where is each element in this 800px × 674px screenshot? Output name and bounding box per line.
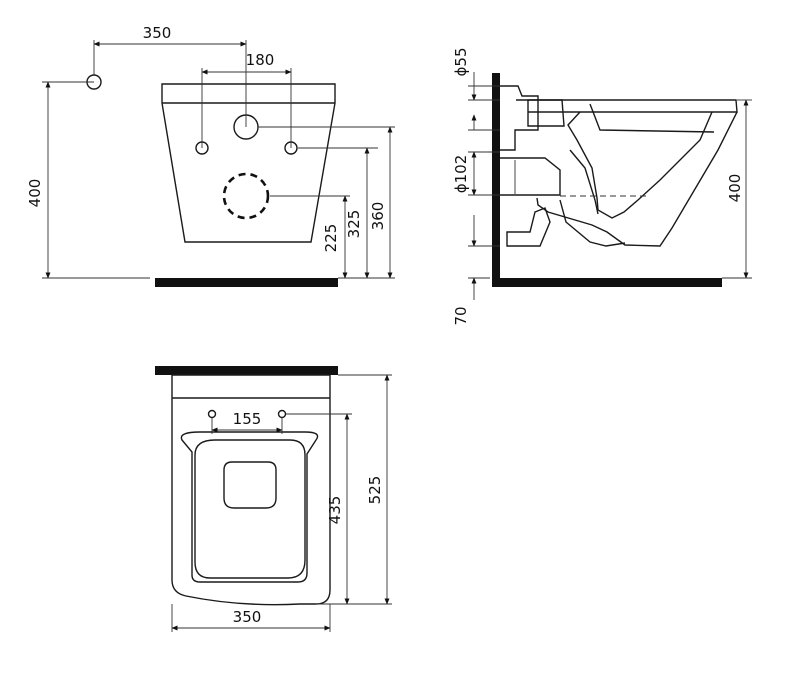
front-dim-height-waste: 325: [345, 210, 363, 239]
side-view: ϕ55 ϕ102 400 70: [452, 48, 752, 326]
front-body-outline: [161, 83, 336, 243]
top-bolt-hole-left: [207, 409, 217, 419]
side-inner-bowl: [567, 111, 713, 219]
top-seat-outer: [180, 431, 319, 583]
side-rim: [516, 99, 738, 113]
top-dim-length-bowl: 435: [326, 496, 344, 525]
top-dim-bolt-spacing: 155: [233, 410, 262, 428]
side-floor-bar: [492, 278, 722, 287]
top-wall-bar: [155, 366, 338, 375]
front-dim-bolt-spacing: 180: [246, 51, 275, 69]
side-inner-rim: [589, 103, 715, 133]
side-dim-floor-offset: 70: [452, 306, 470, 325]
front-view: 350 180 400 225 325 360: [26, 24, 395, 287]
top-view: 155 435 525 350: [155, 366, 392, 632]
side-outlet-connector: [500, 157, 561, 196]
side-dim-inlet-diameter: ϕ55: [452, 48, 470, 77]
front-dim-height-bolt: 360: [369, 202, 387, 231]
top-seat-rim: [194, 439, 306, 579]
top-lid-handle: [223, 461, 277, 509]
side-foot: [506, 207, 551, 247]
front-floor-bar: [155, 278, 338, 287]
top-dim-width: 350: [233, 608, 262, 626]
side-dim-height: 400: [726, 174, 744, 203]
top-dim-length-total: 525: [366, 476, 384, 505]
front-dim-offset-width: 350: [143, 24, 172, 42]
side-dim-outlet-diameter: ϕ102: [452, 155, 470, 194]
top-body-outline: [171, 374, 331, 606]
front-dim-height-inlet: 225: [322, 224, 340, 253]
side-inlet-connector: [500, 85, 539, 151]
top-bolt-hole-right: [277, 409, 287, 419]
side-wall-bar: [492, 73, 500, 287]
front-dim-height: 400: [26, 179, 44, 208]
front-waste-outlet: [222, 172, 270, 220]
